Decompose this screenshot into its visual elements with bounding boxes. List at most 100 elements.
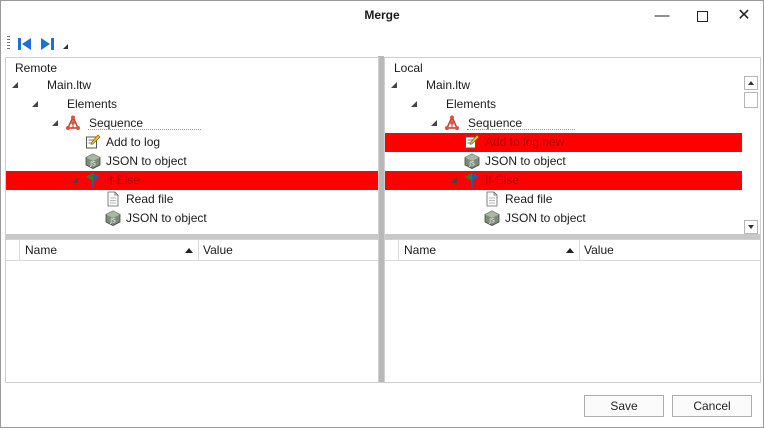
column-header-name[interactable]: Name [400,240,580,261]
local-tree: Main.ltw Elements Sequence [385,76,742,233]
tree-row-changed[interactable]: Add to log new [385,133,742,152]
tree-node-label: JSON to object [485,154,566,168]
column-header-label: Name [25,243,58,257]
column-header-label: Value [584,243,614,257]
local-pane: Local Main.ltw Elements [384,57,761,382]
column-header-label: Name [404,243,437,257]
tree-row[interactable]: JS JSON to object [6,209,378,228]
scroll-thumb[interactable] [744,92,758,108]
tree-row[interactable]: JS JSON to object [6,152,378,171]
first-change-button[interactable] [16,35,34,53]
sequence-icon [66,115,80,130]
tree-row[interactable]: Elements [6,95,378,114]
tree-row[interactable]: JS JSON to object [385,152,742,171]
column-header-value[interactable]: Value [580,240,760,261]
toolbar-grip[interactable] [7,36,10,50]
collapse-arrow-icon[interactable] [431,120,437,126]
grid-header: Name Value [6,240,378,261]
skip-last-icon [41,38,54,50]
collapse-arrow-icon[interactable] [391,82,397,88]
maximize-icon [696,10,708,22]
skip-first-icon [18,38,31,50]
vertical-splitter[interactable] [378,56,384,383]
tree-node-label: JSON to object [505,211,586,225]
tree-row[interactable]: Add to log [6,133,378,152]
collapse-arrow-icon[interactable] [411,101,417,107]
file-icon [107,191,119,207]
tree-row[interactable]: Main.ltw [385,76,742,95]
sort-ascending-icon [185,248,193,253]
tree-row[interactable]: Sequence [385,114,742,133]
tree-node-label: Elements [446,97,497,111]
sequence-icon [445,115,459,130]
file-icon [486,191,498,207]
last-change-button[interactable] [38,35,56,53]
sort-ascending-icon [566,248,574,253]
collapse-arrow-icon[interactable] [32,101,38,107]
json-object-icon: JS [85,153,101,169]
column-header-name[interactable]: Name [21,240,199,261]
tree-node-label: Main.ltw [47,78,92,92]
local-properties-grid: Name Value [385,239,760,382]
toolbar-overflow-icon[interactable] [63,44,68,49]
horizontal-splitter[interactable] [385,234,760,239]
edit-log-icon [465,134,480,149]
collapse-arrow-icon[interactable] [52,120,58,126]
json-object-icon: JS [464,153,480,169]
collapse-arrow-icon[interactable] [451,177,457,183]
tree-row[interactable]: Main.ltw [6,76,378,95]
svg-text:JS: JS [488,218,495,225]
tree-node-label: Read file [505,192,553,206]
tree-node-label: Add to log new [485,135,565,149]
tree-row[interactable]: JS JSON to object [385,209,742,228]
edit-underline [467,129,575,130]
remote-tree: Main.ltw Elements Sequence [6,76,378,233]
column-header-label: Value [203,243,233,257]
horizontal-splitter[interactable] [6,234,378,239]
maximize-button[interactable] [684,5,720,27]
tree-row-changed[interactable]: If-Else [6,171,378,190]
remote-properties-grid: Name Value [6,239,378,382]
tree-node-label: If-Else [485,173,520,187]
tree-node-label: JSON to object [106,154,187,168]
row-header-corner [6,240,20,261]
tree-node-label: Sequence [468,116,523,130]
collapse-arrow-icon[interactable] [12,82,18,88]
cancel-button[interactable]: Cancel [672,395,752,417]
local-pane-title: Local [394,61,423,75]
pane-bottom-border [5,382,761,383]
grid-header: Name Value [385,240,760,261]
row-header-corner [385,240,399,261]
save-button[interactable]: Save [584,395,664,417]
collapse-arrow-icon[interactable] [72,177,78,183]
column-header-value[interactable]: Value [199,240,379,261]
scroll-up-button[interactable] [744,76,758,90]
close-button[interactable]: ✕ [737,7,751,24]
tree-row-changed[interactable]: If-Else [385,171,742,190]
tree-row[interactable]: Sequence [6,114,378,133]
tree-node-label: If-Else [106,173,141,187]
tree-row[interactable]: Read file [6,190,378,209]
title-bar: Merge — ✕ [1,1,763,31]
if-else-icon [465,173,479,187]
tree-row[interactable]: Read file [385,190,742,209]
local-tree-scrollbar[interactable] [744,76,758,234]
json-object-icon: JS [105,210,121,226]
json-object-icon: JS [484,210,500,226]
minimize-button[interactable]: — [654,7,670,24]
tree-node-label: Main.ltw [426,78,471,92]
tree-row[interactable]: Elements [385,95,742,114]
svg-text:JS: JS [109,218,116,225]
scroll-down-button[interactable] [744,220,758,234]
arrow-up-icon [748,81,754,85]
svg-text:JS: JS [468,161,475,168]
tree-node-label: JSON to object [126,211,207,225]
tree-node-label: Read file [126,192,174,206]
tree-node-label: Elements [67,97,118,111]
tree-node-label: Add to log [106,135,161,149]
toolbar [5,34,85,54]
tree-node-label: Sequence [89,116,144,130]
window-title: Merge [364,8,400,22]
if-else-icon [86,173,100,187]
